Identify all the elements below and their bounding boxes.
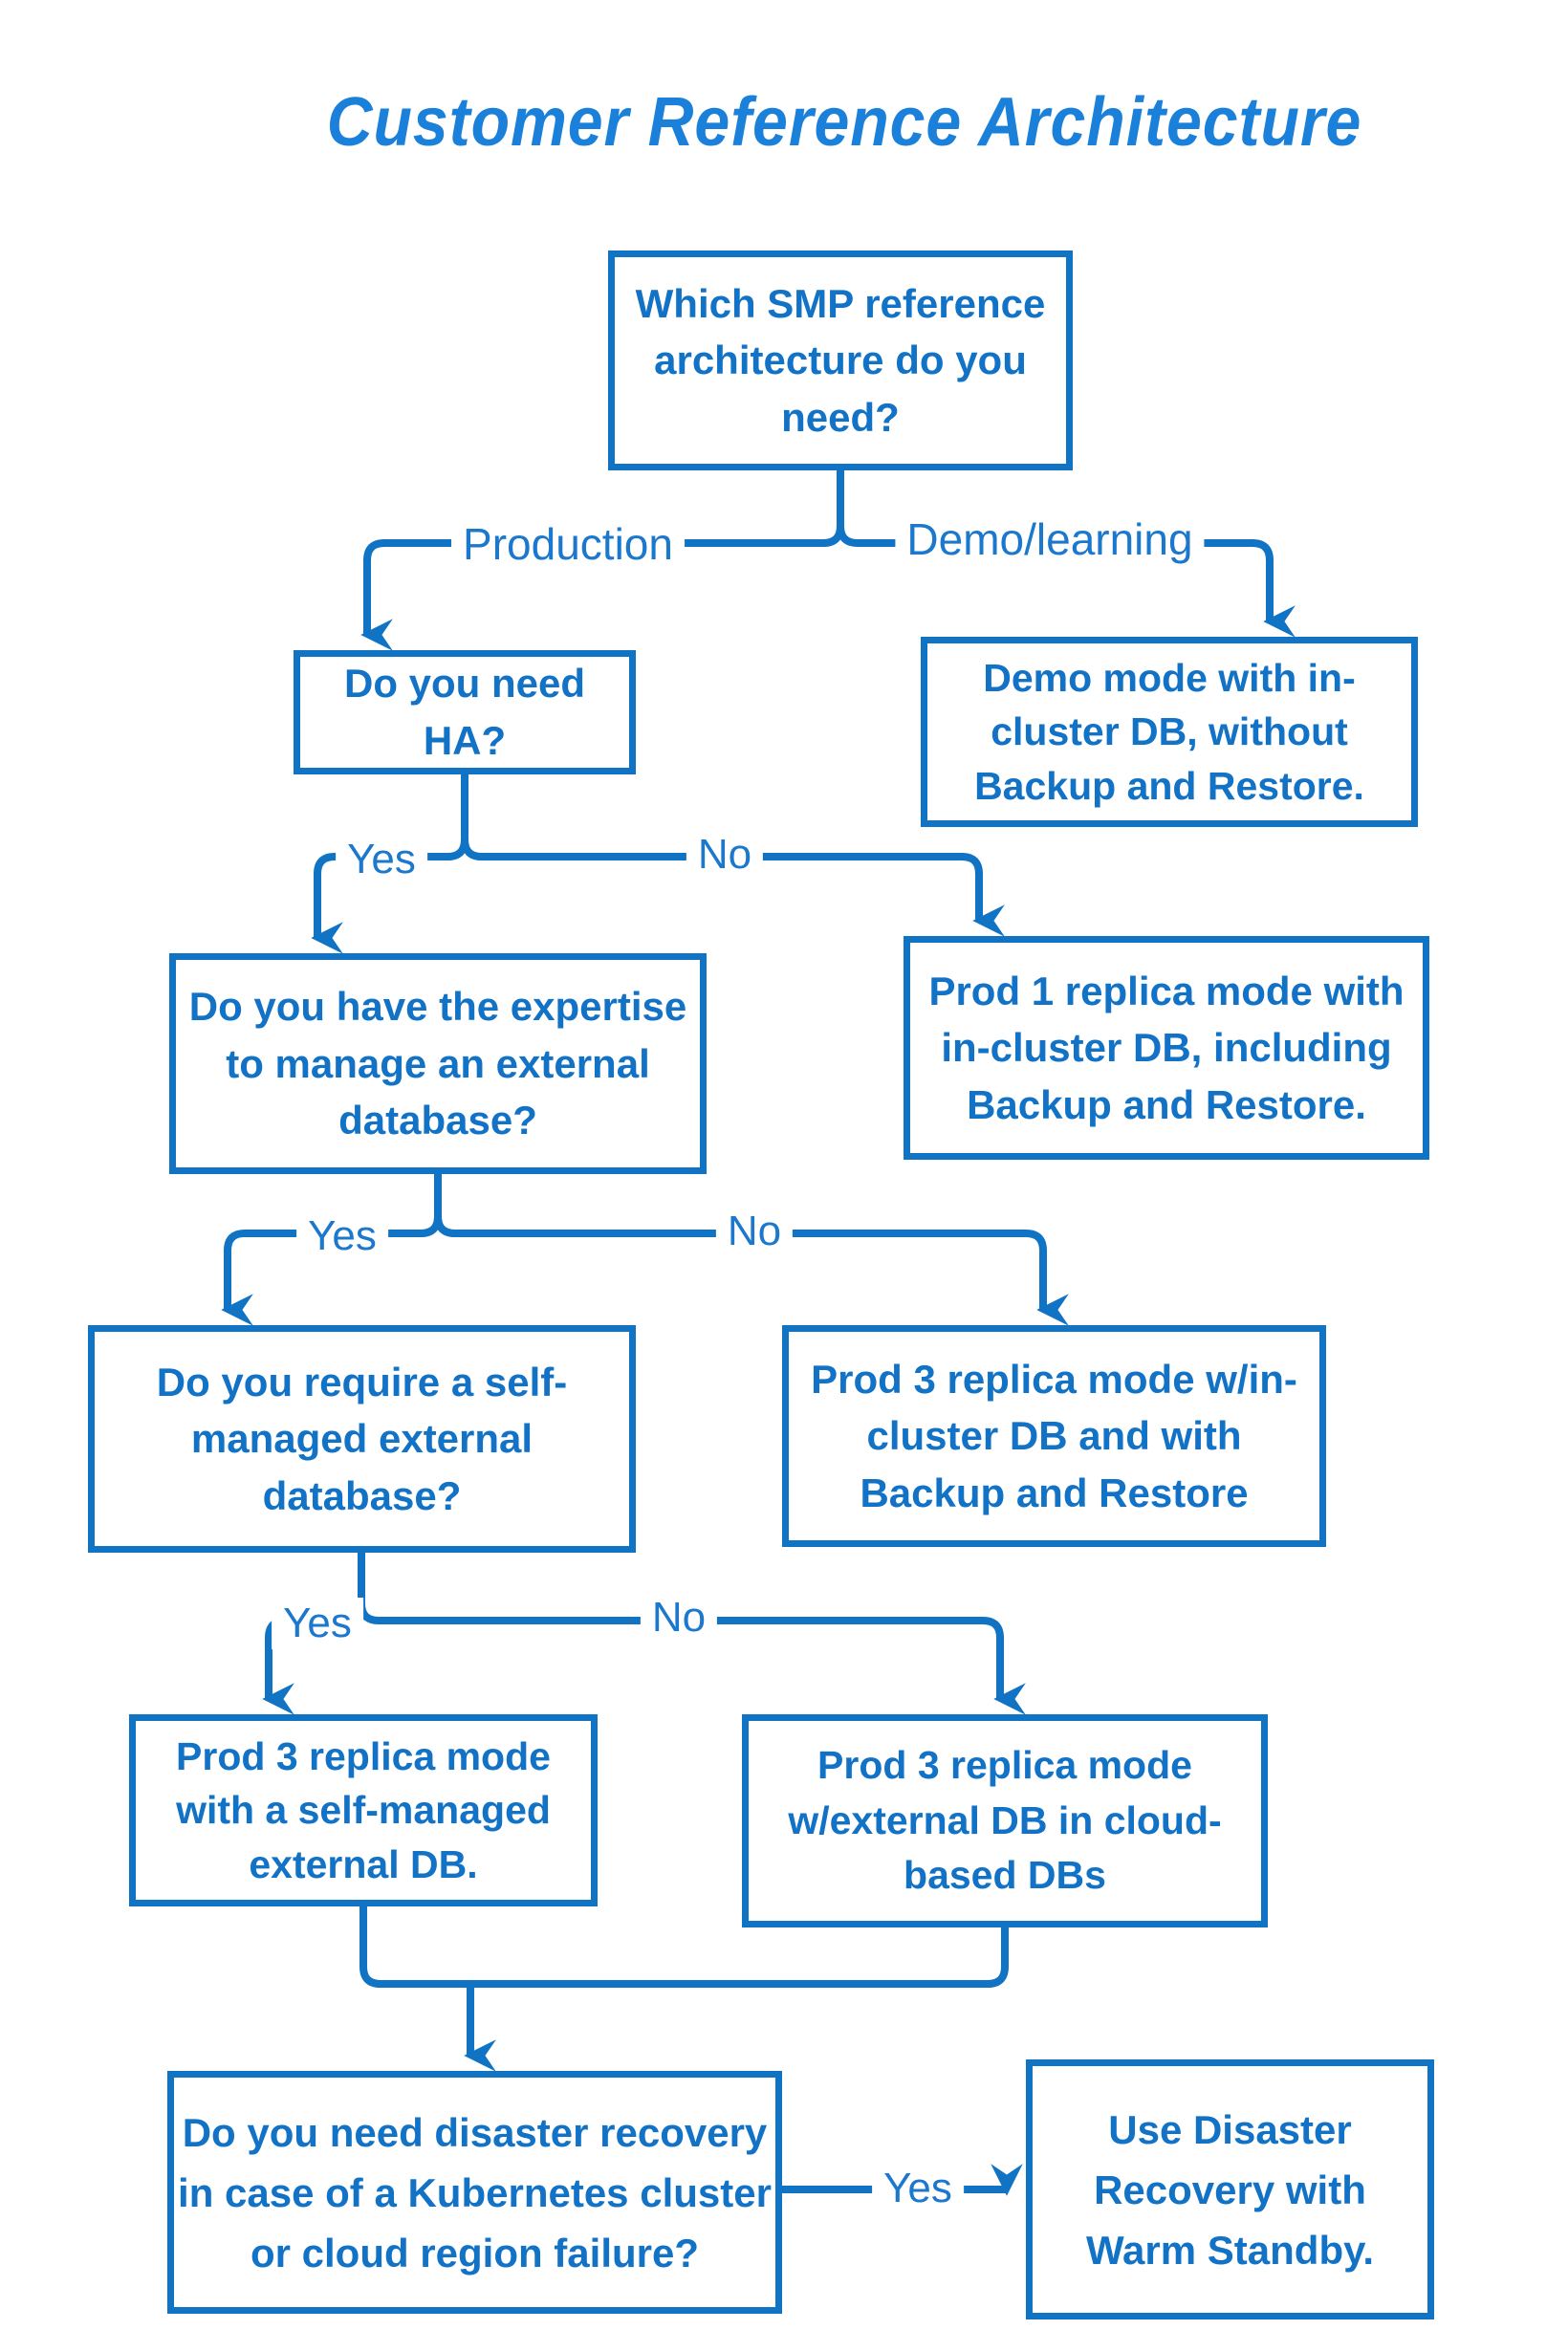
flow-node-prod1-replica: Prod 1 replica mode with in-cluster DB, … <box>904 936 1429 1160</box>
edge-label-yes-2: Yes <box>296 1210 388 1262</box>
flow-node-selfmanaged-question: Do you require a self- managed external … <box>88 1325 636 1553</box>
flow-node-disaster-recovery-question: Do you need disaster recovery in case of… <box>167 2071 782 2314</box>
edge-label-no-2: No <box>715 1206 794 1257</box>
flow-node-expertise-question: Do you have the expertise to manage an e… <box>169 953 707 1174</box>
edge-label-yes-3: Yes <box>272 1598 363 1649</box>
flow-node-warm-standby: Use Disaster Recovery with Warm Standby. <box>1026 2059 1434 2319</box>
edge-merge-right <box>470 1927 1009 1988</box>
flow-node-prod3-incluster: Prod 3 replica mode w/in- cluster DB and… <box>782 1325 1326 1547</box>
flow-node-prod3-selfmanaged: Prod 3 replica mode with a self-managed … <box>129 1714 598 1906</box>
edge-label-demo-learning: Demo/learning <box>895 512 1205 567</box>
flow-node-prod3-cloud: Prod 3 replica mode w/external DB in clo… <box>742 1714 1268 1927</box>
flow-node-need-ha: Do you need HA? <box>294 650 636 774</box>
edge-label-no-3: No <box>640 1592 718 1644</box>
edge-label-no-1: No <box>686 829 764 881</box>
edge-label-yes-1: Yes <box>336 834 427 885</box>
page-title: Customer Reference Architecture <box>326 84 1362 161</box>
edge-label-yes-4: Yes <box>872 2163 964 2214</box>
edge-label-production: Production <box>451 516 685 572</box>
edge-merge-left <box>359 1906 470 1988</box>
flow-node-demo-mode: Demo mode with in- cluster DB, without B… <box>921 637 1418 827</box>
flow-node-root-question: Which SMP reference architecture do you … <box>608 250 1073 470</box>
